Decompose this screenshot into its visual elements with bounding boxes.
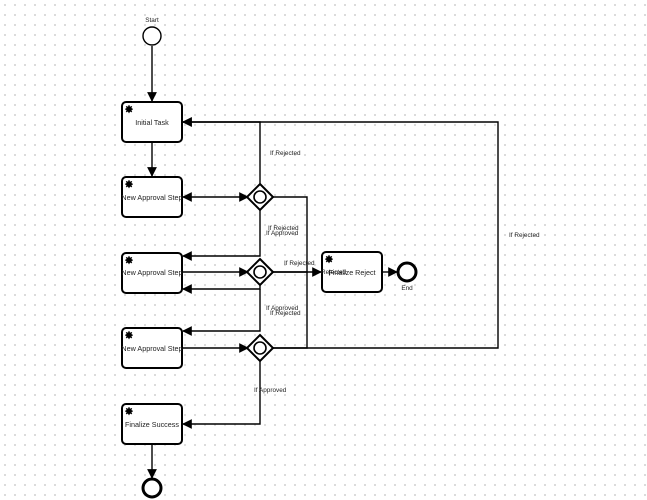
label-rejected-g2: If Rejected — [270, 310, 301, 317]
gateway-2[interactable] — [245, 257, 275, 287]
complex-gateway-icon — [253, 265, 267, 279]
label-rejected-overlap: Rejected — [321, 269, 347, 276]
gear-icon — [125, 331, 133, 340]
label-rejected-g1: If Rejected — [268, 225, 299, 232]
label-approved-g3: If Approved — [254, 387, 287, 394]
complex-gateway-icon — [253, 341, 267, 355]
task-finalize-success-label: Finalize Success — [125, 420, 179, 429]
task-finalize-success[interactable]: Finalize Success — [121, 403, 183, 445]
task-finalize-reject-label: Finalize Reject — [328, 268, 375, 277]
gear-icon — [125, 407, 133, 416]
flow-gateway-2-back — [182, 284, 261, 294]
end-event[interactable] — [396, 261, 418, 283]
end-event-success[interactable] — [141, 477, 163, 499]
start-event[interactable] — [142, 26, 162, 46]
label-approved-g2: If Approved — [266, 305, 299, 312]
start-event-label: Start — [145, 17, 159, 24]
task-approval-3-label: New Approval Step — [121, 344, 182, 353]
flow-gateway-1-approved — [182, 209, 261, 261]
gear-icon — [325, 255, 333, 264]
gear-icon — [125, 256, 133, 265]
flow-gateway-2-approved — [182, 289, 261, 336]
gear-icon — [125, 180, 133, 189]
task-initial-label: Initial Task — [135, 118, 169, 127]
task-approval-2[interactable]: New Approval Step — [121, 252, 183, 294]
label-rejected-right: If Rejected — [509, 232, 540, 239]
label-rejected-top: If Rejected — [270, 150, 301, 157]
end-event-label: End — [401, 285, 413, 292]
flow-gateway-3-approved — [182, 360, 261, 429]
gear-icon — [125, 105, 133, 114]
task-approval-1-label: New Approval Step — [121, 193, 182, 202]
flow-gateway-3-rejected — [182, 117, 499, 349]
label-approved-g1: If Approved — [266, 230, 299, 237]
flow-gateway-1-rejected — [182, 117, 261, 185]
gateway-1[interactable] — [245, 182, 275, 212]
complex-gateway-icon — [253, 190, 267, 204]
flow-gateway-3-reject-column — [272, 272, 308, 349]
task-finalize-reject[interactable]: Finalize Reject — [321, 251, 383, 293]
task-approval-3[interactable]: New Approval Step — [121, 327, 183, 369]
gateway-3[interactable] — [245, 333, 275, 363]
label-rejected-to-reject: If Rejected — [284, 260, 315, 267]
task-approval-1[interactable]: New Approval Step — [121, 176, 183, 218]
task-approval-2-label: New Approval Step — [121, 268, 182, 277]
task-initial[interactable]: Initial Task — [121, 101, 183, 143]
